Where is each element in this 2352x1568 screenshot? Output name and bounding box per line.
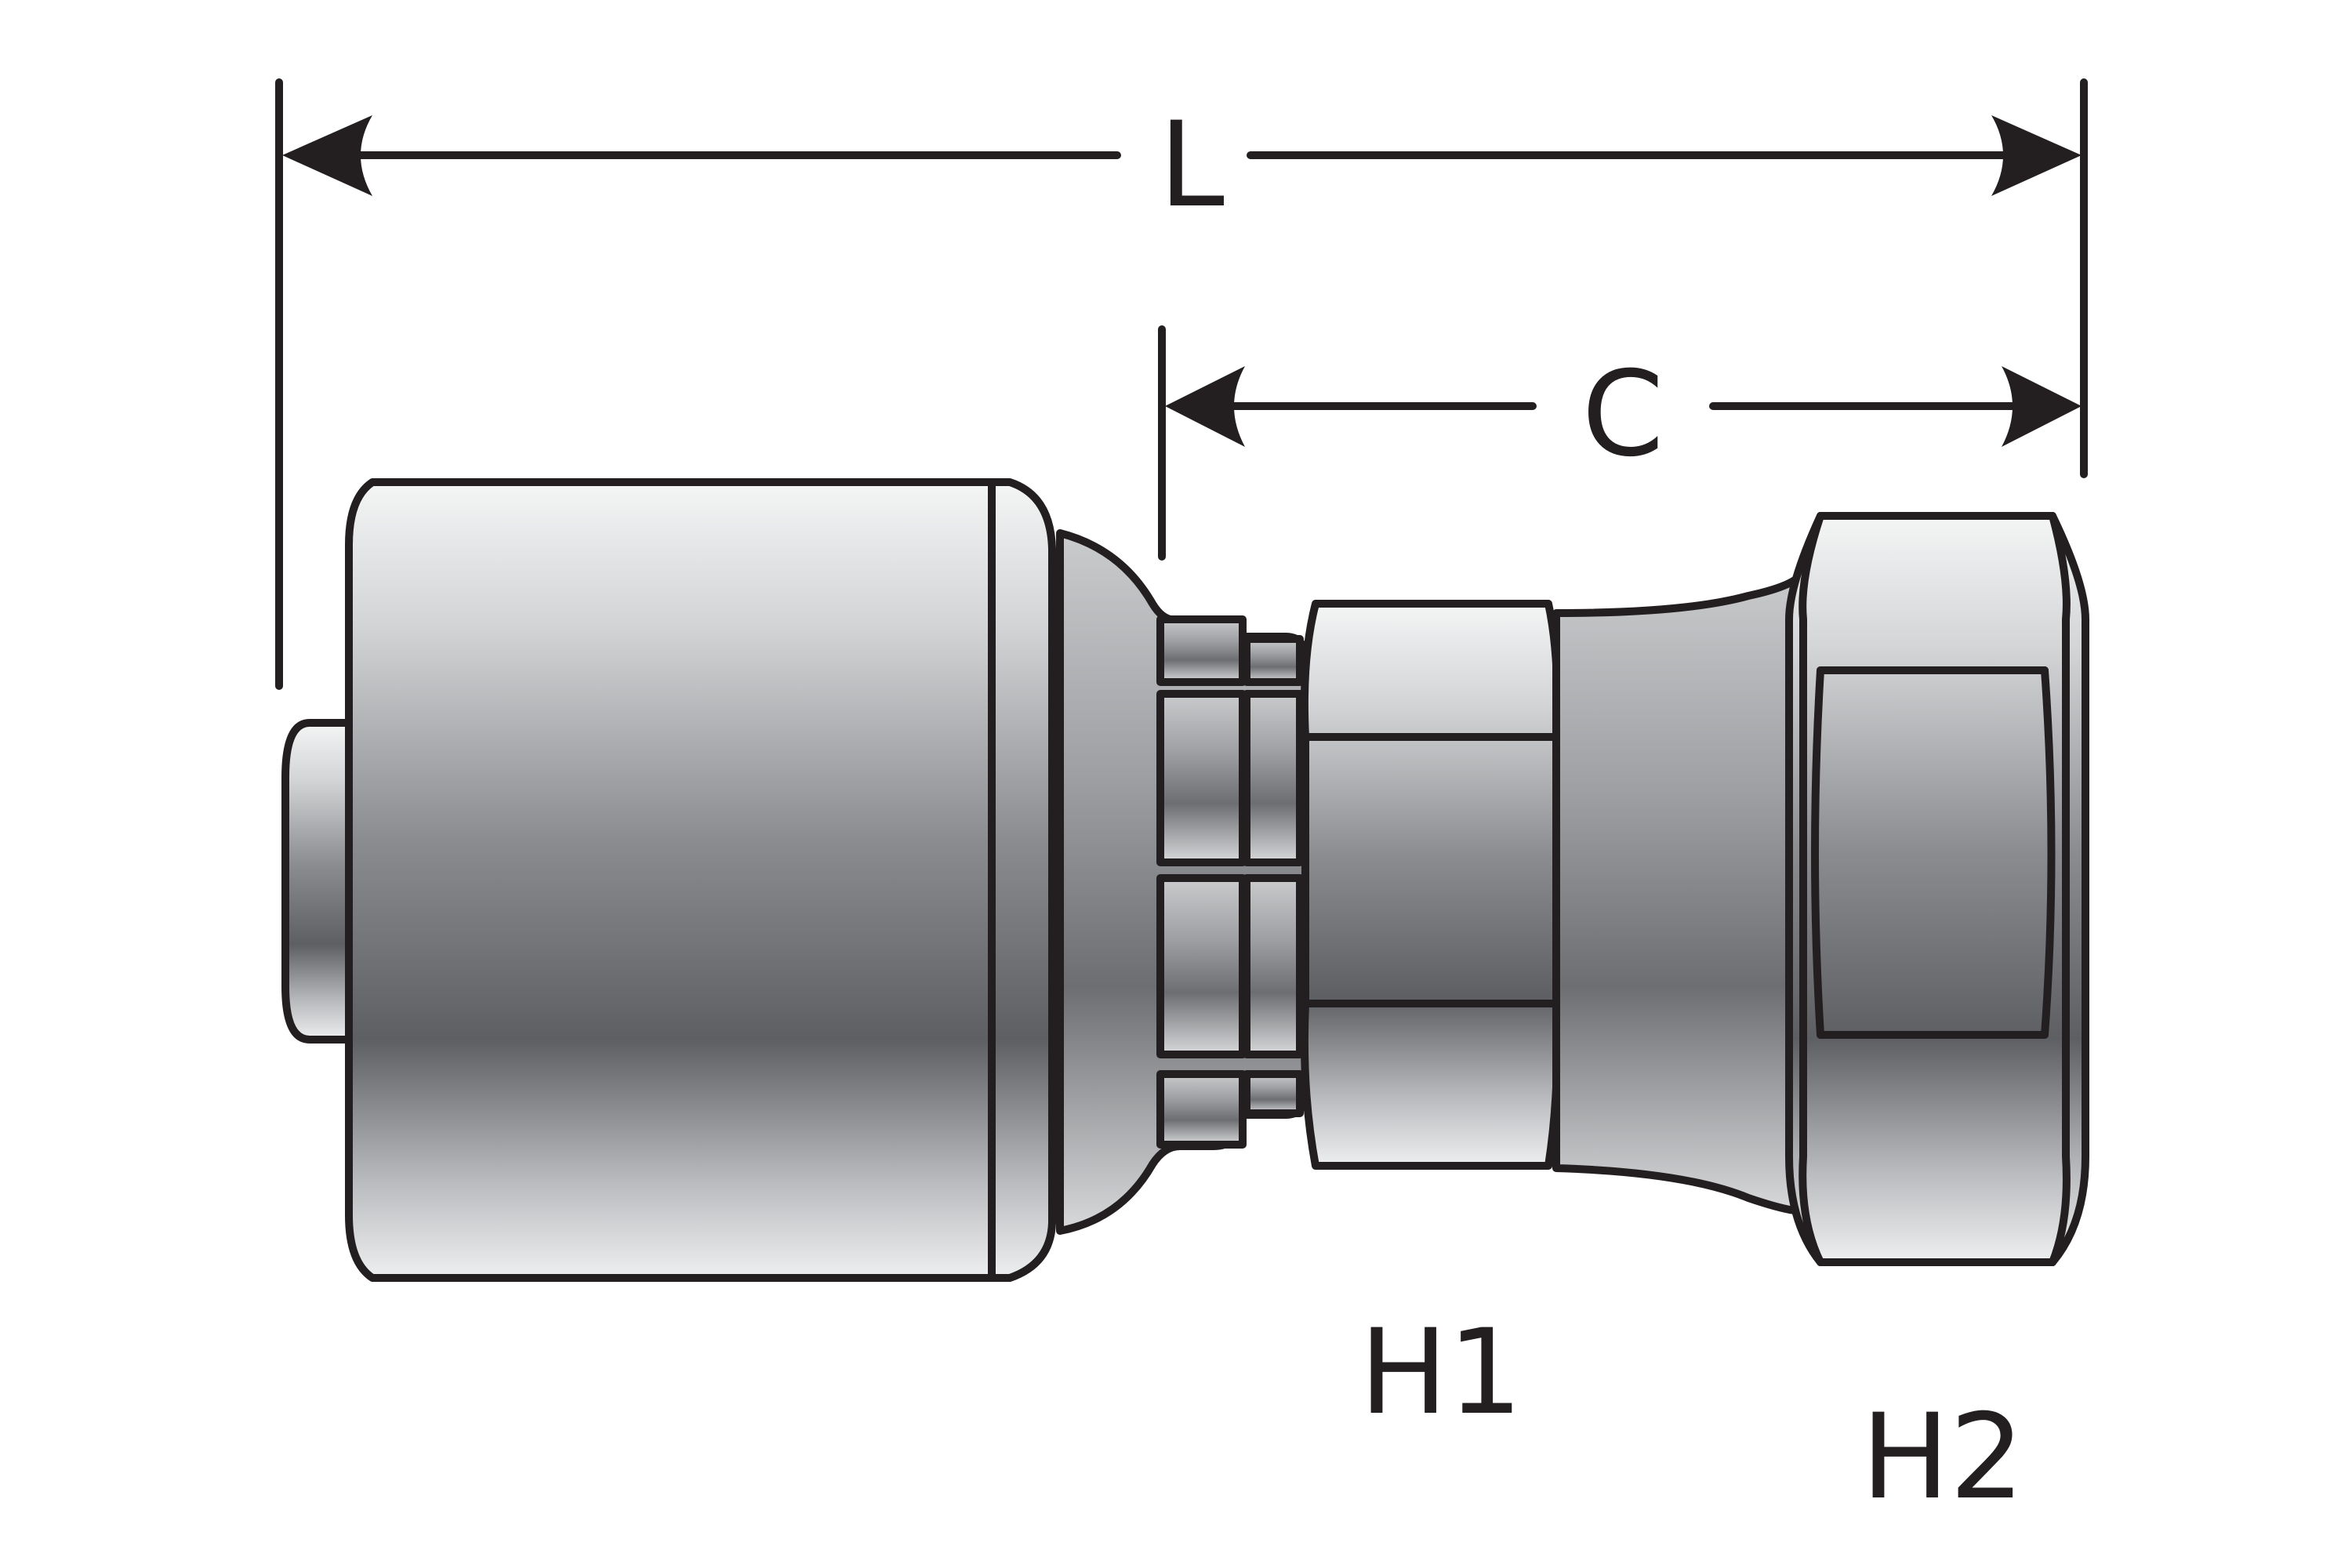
dimension-c: C [1158, 325, 2082, 561]
collar-flat [1156, 615, 1247, 686]
hex-h2-face [1798, 512, 1824, 1266]
collar-flat [1156, 690, 1247, 866]
dimension-label-c: C [1582, 347, 1664, 483]
collar-flat [1243, 635, 1304, 686]
collar-flat [1156, 1070, 1247, 1149]
hose-fitting [281, 478, 2089, 1282]
hex-h2-edge [1817, 666, 2049, 1039]
hex-h1-body [1300, 600, 1562, 1170]
hex-h2-body [1785, 512, 2089, 1266]
hex-h2-face [2049, 512, 2071, 1266]
arrow-head-c-right-icon [2002, 366, 2082, 447]
swivel-taper [1552, 564, 1807, 1215]
collar-flats-left [1156, 615, 1304, 1149]
label-h2: H2 [1861, 1389, 2024, 1526]
collar-flat [1243, 874, 1304, 1058]
dimension-l: L [275, 78, 2088, 690]
collar-flat [1243, 1070, 1304, 1117]
hex-h1 [1300, 600, 1562, 1170]
collar-flat [1156, 874, 1247, 1058]
arrow-head-c-left-icon [1165, 366, 1245, 447]
dimension-label-l: L [1159, 97, 1225, 234]
hex-h2-face [1811, 666, 2056, 1039]
label-h1: H1 [1359, 1305, 1523, 1441]
hex-h2 [1785, 512, 2089, 1266]
collar-flat [1243, 690, 1304, 866]
hose-stub [281, 719, 353, 1044]
ferrule-sleeve [345, 478, 1056, 1282]
arrow-head-right-icon [1991, 115, 2082, 196]
arrow-head-left-icon [282, 115, 372, 196]
